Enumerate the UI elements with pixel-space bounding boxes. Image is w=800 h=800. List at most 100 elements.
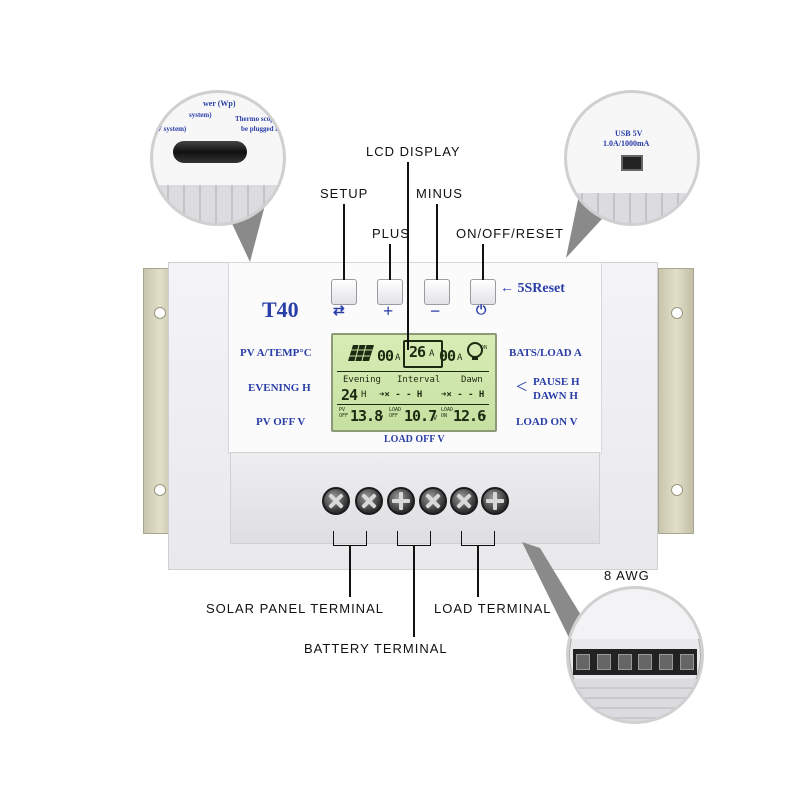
lcd-load-on-label: LOAD ON [441,407,454,419]
solar-panel-icon [348,344,374,362]
label-dawn: DAWN H [533,390,578,402]
power-icon: ⏻ [476,302,487,317]
lcd-solar-unit: A [395,353,401,363]
inset-fins [569,679,701,721]
inset-panel [569,589,701,639]
leader-line [477,545,479,597]
lcd-pv-off-voltage: 13.8 [350,407,383,425]
plus-icon: + [383,301,394,321]
lcd-load-on-voltage: 12.6 [453,407,486,425]
inset-text: V system) [157,125,187,133]
inset-text: system) [189,111,212,119]
bulb-icon: ON [467,342,487,360]
lcd-load-current: 00 [439,347,456,365]
lcd-load-off-label: LOAD OFF [389,407,402,419]
callout-lcd-display: LCD DISPLAY [366,144,461,159]
leader-line [436,204,438,280]
lcd-label-evening: Evening [343,375,381,385]
callout-on-off-reset: ON/OFF/RESET [456,226,565,241]
lcd-load-on-unit: V [482,414,487,422]
lcd-evening-unit: H [361,390,367,400]
callout-plus: PLUS [372,226,410,241]
minus-icon: − [430,301,441,321]
mounting-hole [154,307,166,319]
terminal-block-housing [230,452,600,544]
lcd-pv-off-unit: V [379,414,384,422]
terminal-slot [679,654,694,670]
label-pv-off: PV OFF V [256,416,306,428]
right-mounting-bracket [658,268,694,534]
lcd-dawn-value: ➜× - - H [441,390,485,400]
label-pause: PAUSE H [533,376,580,388]
inset-usb-port: USB 5V 1.0A/1000mA [564,90,700,226]
callout-8-awg: 8 AWG [604,568,650,583]
callout-load-terminal: LOAD TERMINAL [434,601,552,616]
callout-minus: MINUS [416,186,463,201]
lcd-display: 00 A 26 A 00 A ON Evening Interval Dawn … [331,333,497,432]
power-button[interactable] [470,279,496,305]
battery-icon [403,340,443,368]
callout-battery-terminal: BATTERY TERMINAL [304,641,448,656]
leader-line [407,162,409,350]
terminal-screw-solar-neg[interactable] [322,487,350,515]
lcd-solar-current: 00 [377,347,394,365]
usb-label: USB 5V [615,129,643,138]
leader-line [343,204,345,280]
inset-text: be plugged in [241,125,282,133]
mounting-hole [671,484,683,496]
label-pv-temp: PV A/TEMP°C [240,347,312,359]
inset-fins [153,185,283,223]
terminal-screw-load-1[interactable] [450,487,478,515]
lcd-load-off-unit: V [433,414,438,422]
terminal-slots [573,649,697,675]
label-bats-load: BATS/LOAD A [509,347,582,359]
svg-text:ON: ON [480,345,487,351]
usb-rating-label: 1.0A/1000mA [603,139,650,148]
terminal-slot [617,654,632,670]
lcd-label-dawn: Dawn [461,375,483,385]
inset-terminal-block [566,586,704,724]
terminal-slot [596,654,611,670]
pause-dawn-bracket: < [516,376,528,398]
label-evening: EVENING H [248,382,311,394]
mounting-hole [671,307,683,319]
callout-solar-terminal: SOLAR PANEL TERMINAL [206,601,384,616]
terminal-screw-battery-2[interactable] [419,487,447,515]
lcd-divider [337,371,489,372]
terminal-slot [658,654,673,670]
terminal-slot [638,654,653,670]
callout-setup: SETUP [320,186,369,201]
lcd-evening-hours: 24 [341,386,358,404]
inset-panel [567,93,697,193]
terminal-screw-load-2[interactable] [481,487,509,515]
lcd-load-off-voltage: 10.7 [404,407,437,425]
leader-line [482,244,484,280]
lcd-interval-value: ➜× - - H [379,390,423,400]
inset-text: Thermo scope a [235,115,283,123]
inset-fins [567,193,697,223]
terminal-slot [576,654,591,670]
leader-line [389,244,391,280]
lcd-pv-off-label: PV OFF [339,407,349,419]
lcd-load-unit: A [457,353,463,363]
plus-button[interactable] [377,279,403,305]
label-load-off: LOAD OFF V [384,434,445,445]
inset-panel [153,93,283,185]
terminal-screw-battery-1[interactable] [387,487,415,515]
terminal-screw-solar-pos[interactable] [355,487,383,515]
setup-icon: ⇄ [333,304,345,319]
usb-port-icon [621,155,643,171]
lcd-battery-current: 26 [409,343,426,361]
leader-line [413,545,415,637]
inset-text: wer (Wp) [203,99,236,108]
lcd-battery-unit: A [429,349,435,359]
reset-hint: ← 5SReset [500,281,565,296]
lcd-divider [337,404,489,405]
inset-temperature-port: wer (Wp) system) Thermo scope a V system… [150,90,286,226]
label-load-on: LOAD ON V [516,416,578,428]
lcd-label-interval: Interval [397,375,441,385]
model-label: T40 [262,297,299,322]
temperature-probe-plug-icon [173,141,247,163]
mounting-hole [154,484,166,496]
leader-line [349,545,351,597]
